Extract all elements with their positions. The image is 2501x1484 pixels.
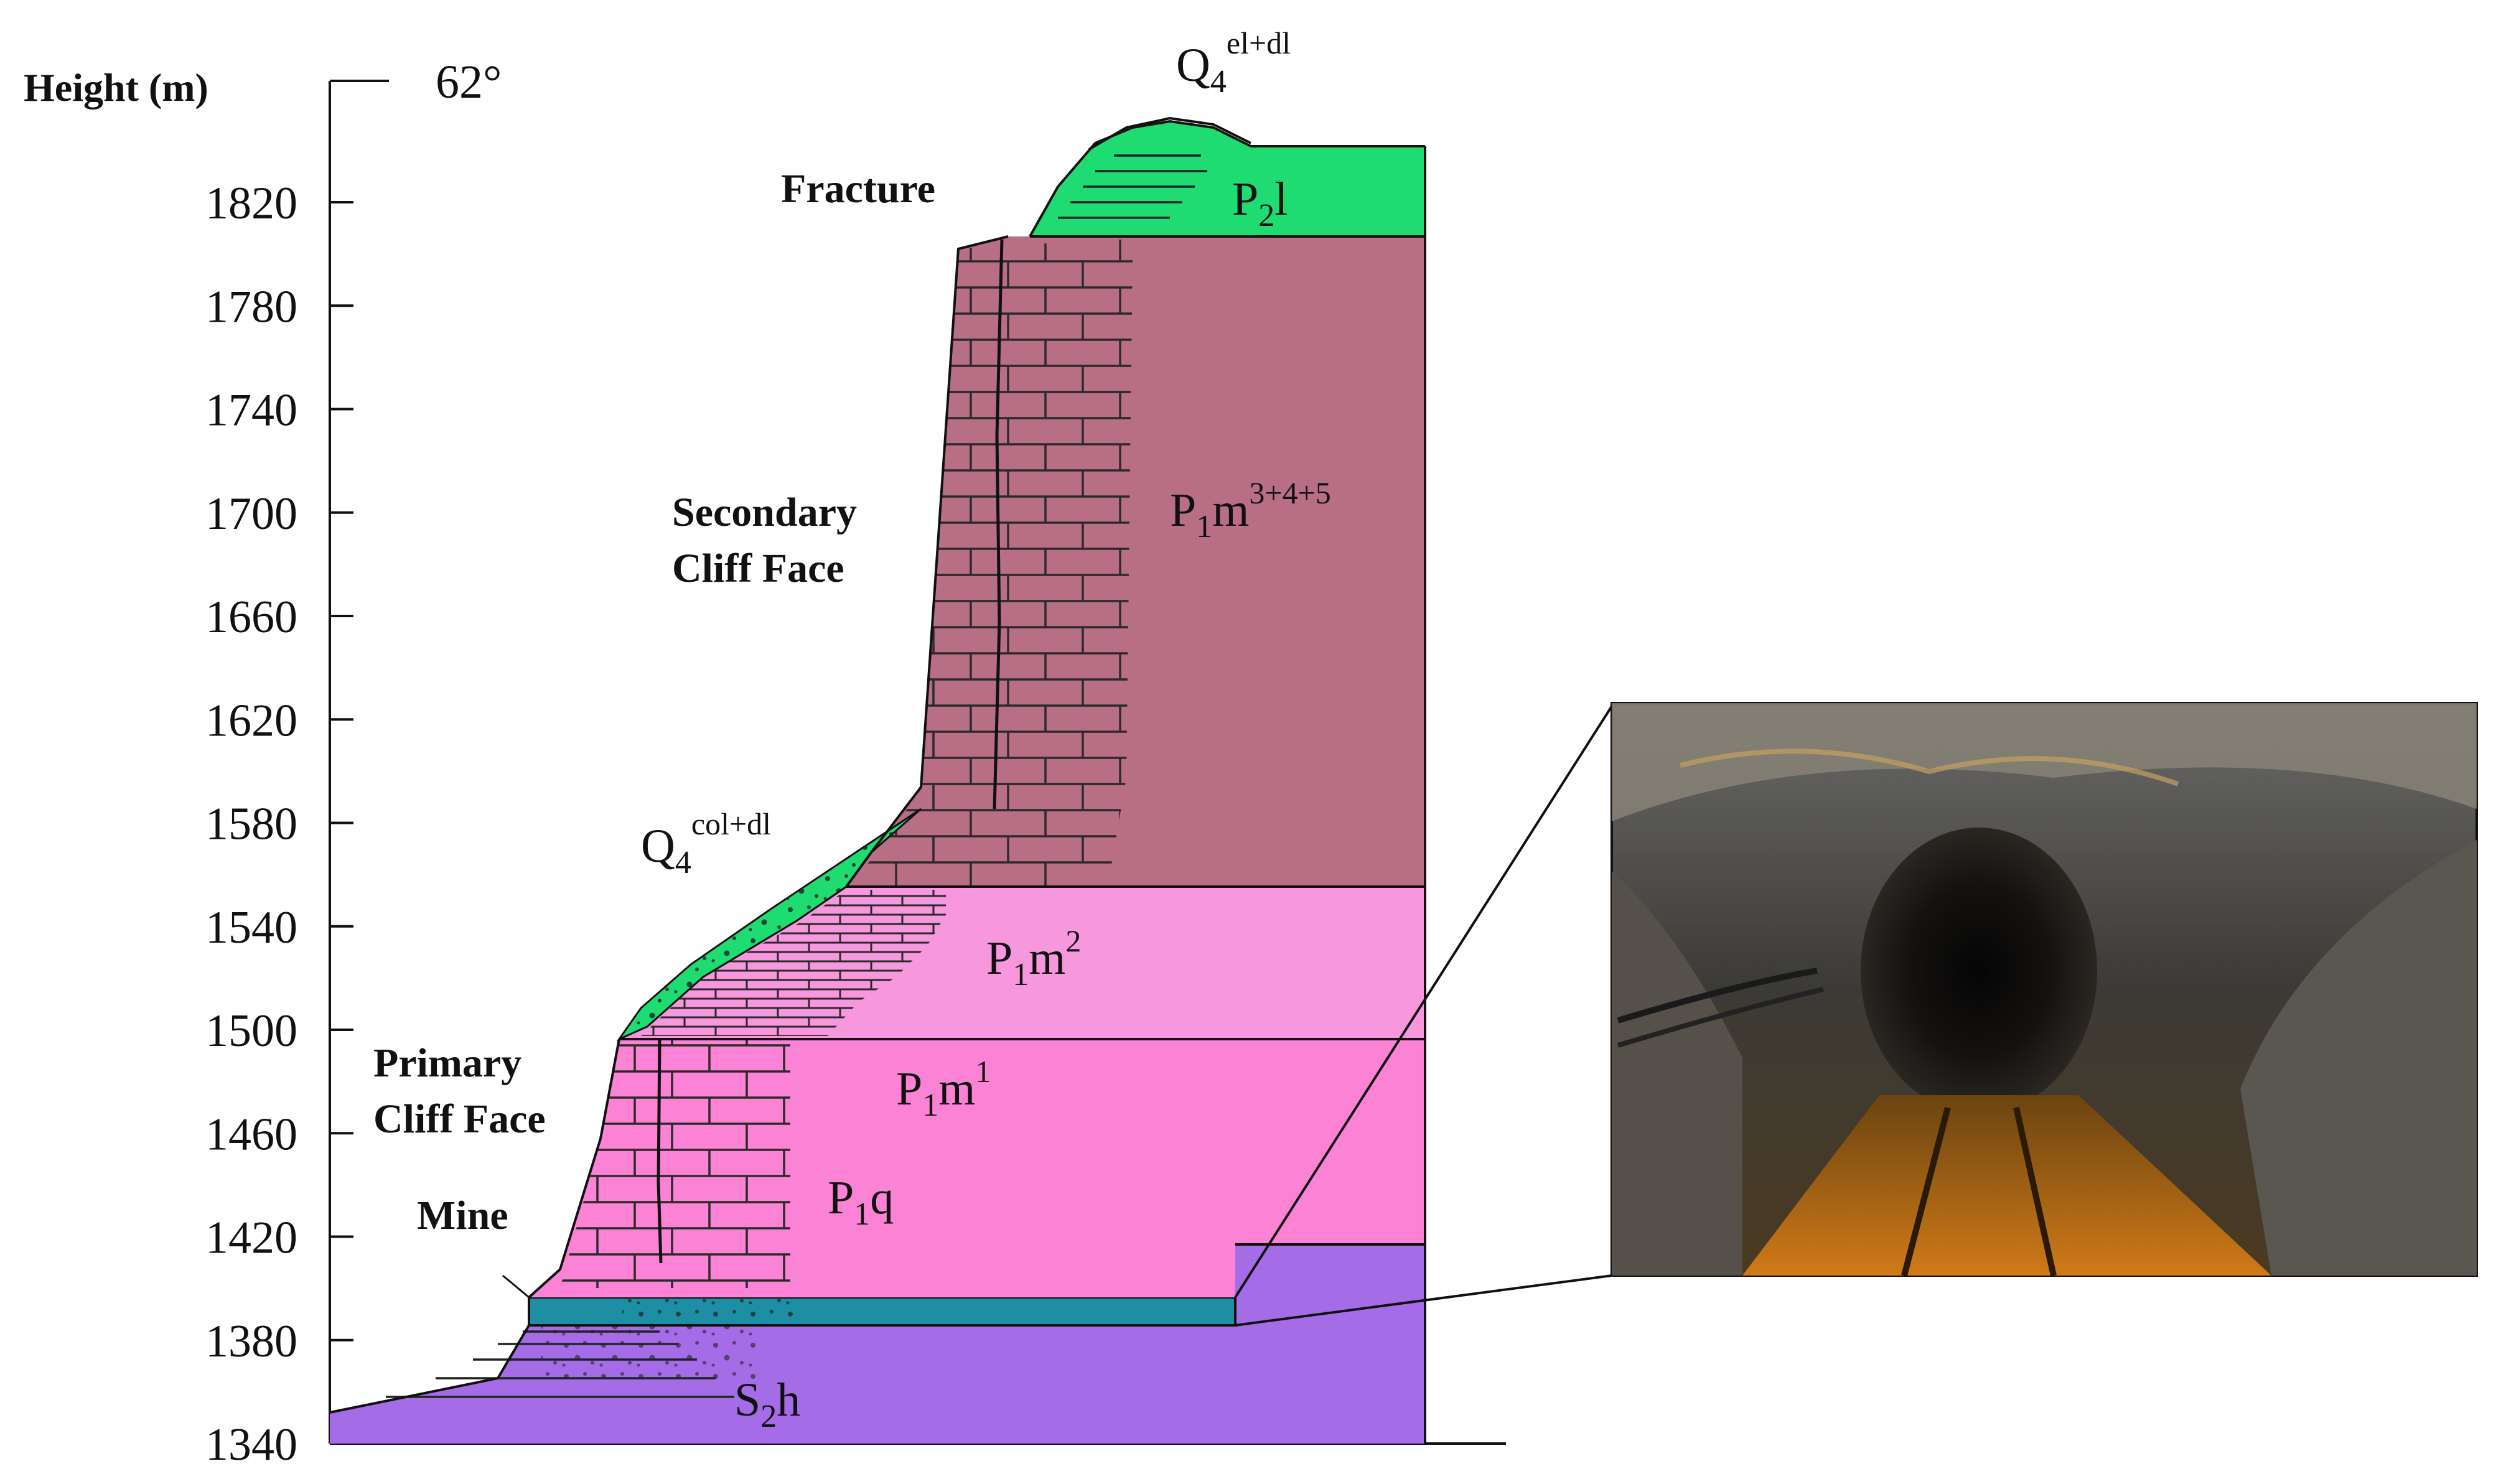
label-p1m2: P1m2: [986, 923, 1081, 992]
label-p1m345: P1m3+4+5: [1170, 475, 1331, 544]
tick-group: 1340 1380 1420 1460 1500 1540 1580 1620 1660 1700…: [205, 178, 353, 1470]
annotation-labels: Fracture Secondary Cliff Face Primary Cl…: [373, 166, 935, 1238]
tick-label: 1500: [205, 1006, 297, 1057]
tick-label: 1780: [205, 281, 297, 332]
p1q-brick: [560, 1039, 790, 1288]
strata-layers: [329, 116, 1426, 1444]
height-axis: 1340 1380 1420 1460 1500 1540 1580 1620 1660 1700…: [24, 56, 1506, 1470]
tick-label: 1580: [205, 799, 297, 850]
primary-crack: [657, 1038, 663, 1264]
tick-label: 1540: [205, 902, 297, 953]
axis-title: Height (m): [24, 65, 208, 110]
mine-label: Mine: [417, 1193, 508, 1238]
tick-label: 1340: [205, 1419, 297, 1470]
stratum-s2h: [330, 1244, 1425, 1444]
angle-label: 62°: [436, 56, 502, 108]
label-s2h: S2h: [734, 1374, 800, 1434]
stratum-labels: Q4el+dl P2l P1m3+4+5 Q4col+dl P1m2 P1m1 …: [641, 26, 1331, 1434]
label-p1m1: P1m1: [896, 1054, 991, 1123]
label-q4-eldl: Q4el+dl: [1176, 26, 1291, 100]
layer-boundaries: [329, 119, 1426, 1444]
tick-label: 1660: [205, 592, 297, 643]
tick-label: 1380: [205, 1316, 297, 1367]
tick-label: 1740: [205, 385, 297, 436]
tick-label: 1460: [205, 1109, 297, 1160]
tick-label: 1620: [205, 695, 297, 746]
colluvium-speckle: [619, 809, 921, 1039]
secondary-cliff-label-2: Cliff Face: [672, 546, 844, 591]
stratum-p2l: [1030, 121, 1425, 236]
fracture-crack: [993, 239, 1004, 810]
tick-label: 1420: [205, 1213, 297, 1264]
primary-cliff-label-2: Cliff Face: [373, 1096, 546, 1142]
primary-cliff-label-1: Primary: [373, 1040, 521, 1086]
secondary-cliff-label-1: Secondary: [672, 490, 857, 535]
mine-tunnel-photo: [1610, 702, 2478, 1277]
label-p2l: P2l: [1232, 173, 1288, 233]
tick-label: 1820: [205, 178, 297, 229]
p2l-bedding-lines: [1058, 154, 1207, 219]
label-p1q: P1q: [828, 1172, 894, 1232]
callout-lines: [502, 705, 1613, 1327]
tick-label: 1700: [205, 488, 297, 539]
fracture-label: Fracture: [781, 166, 935, 212]
mine-seam-gravel: [622, 1299, 797, 1324]
label-q4-coldl: Q4col+dl: [641, 806, 771, 880]
